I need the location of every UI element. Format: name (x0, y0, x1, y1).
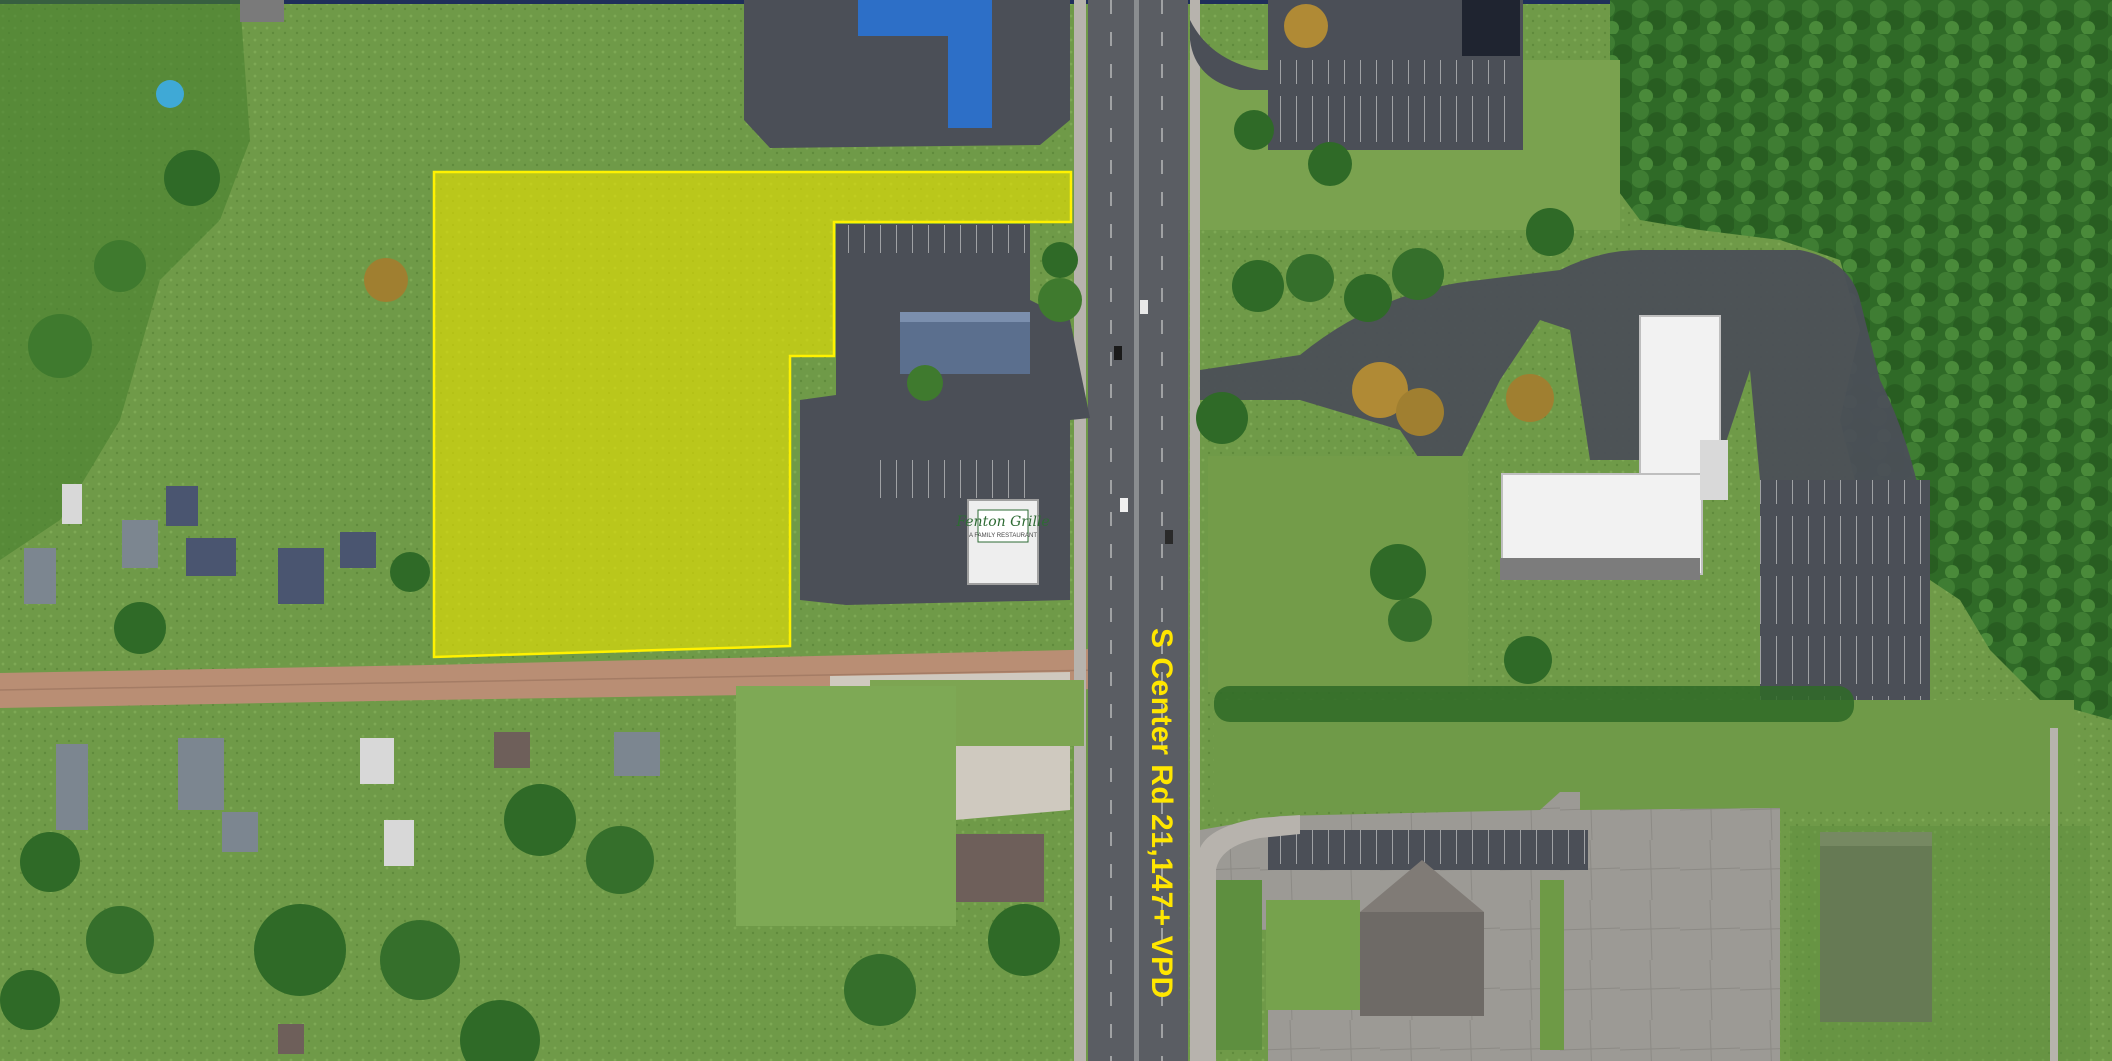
tree (586, 826, 654, 894)
tree (1232, 260, 1284, 312)
tree (844, 954, 916, 1026)
car (1120, 498, 1128, 512)
tree (1506, 374, 1554, 422)
house (340, 532, 376, 568)
northeast-driveway (1190, 20, 1268, 90)
campus-building-edge (1500, 558, 1700, 580)
tree (114, 602, 166, 654)
restaurant-sign (977, 509, 1029, 543)
pool (156, 80, 184, 108)
house (122, 520, 158, 568)
tree (164, 150, 220, 206)
sidewalk-east (1190, 0, 1200, 1061)
tree (254, 904, 346, 996)
tree (1344, 274, 1392, 322)
house (494, 732, 530, 768)
southeast-lawn (1790, 826, 2090, 1061)
tree (1196, 392, 1248, 444)
tree (1286, 254, 1334, 302)
campus-building-main (1501, 473, 1703, 575)
tree (1234, 110, 1274, 150)
highway-median (1134, 0, 1139, 1061)
tree (364, 258, 408, 302)
southeast-office-building (1820, 832, 1932, 1022)
house (614, 732, 660, 776)
campus-lawn (1208, 456, 1468, 692)
tree (1370, 544, 1426, 600)
commercial-stalls-north (842, 225, 1028, 253)
tree (1308, 142, 1352, 186)
bank-lawn (1266, 900, 1360, 1010)
house (384, 820, 414, 866)
lot-island (1540, 880, 1564, 1050)
tree (1392, 248, 1444, 300)
car (1165, 530, 1173, 544)
tree (1526, 208, 1574, 256)
northeast-parking-stalls (1278, 60, 1518, 142)
tree (988, 904, 1060, 976)
southeast-access-road (1200, 815, 1300, 1061)
bank-building (1360, 912, 1484, 1016)
house (24, 548, 56, 604)
campus-parking-stalls (1760, 480, 1930, 720)
southeast-stalls (1268, 830, 1588, 870)
commercial-building-ridge (900, 312, 1030, 322)
house (360, 738, 394, 784)
tree (1396, 388, 1444, 436)
restaurant-stalls (880, 460, 1040, 498)
road-centerline (0, 669, 1101, 691)
tree (28, 314, 92, 378)
tree (1352, 362, 1408, 418)
south-commercial-building (956, 834, 1044, 902)
tree (390, 552, 430, 592)
tree (1042, 242, 1078, 278)
house (278, 1024, 304, 1054)
tree-row (1214, 686, 1854, 722)
car (1140, 300, 1148, 314)
tree (86, 906, 154, 974)
tree (460, 1000, 540, 1061)
tree (20, 832, 80, 892)
campus-building-annex (1700, 440, 1728, 500)
house (278, 548, 324, 604)
northeast-building (1462, 0, 1520, 56)
house (178, 738, 224, 810)
southeast-sidewalk (2050, 728, 2058, 1061)
tree (1388, 598, 1432, 642)
house (62, 484, 82, 524)
church-blue-roof-wing (948, 0, 992, 128)
commercial-building (900, 312, 1030, 374)
tree (0, 970, 60, 1030)
tree (1504, 636, 1552, 684)
house (166, 486, 198, 526)
road-label: S Center Rd 21,147+ VPD (1145, 628, 1178, 999)
tree (1284, 4, 1328, 48)
tree (504, 784, 576, 856)
shed (240, 0, 284, 22)
house (56, 744, 88, 830)
tree (1038, 278, 1082, 322)
car (1114, 346, 1122, 360)
tree (94, 240, 146, 292)
house (186, 538, 236, 576)
tree (907, 365, 943, 401)
house (222, 812, 258, 852)
restaurant-name: Fenton Grille (955, 514, 1049, 530)
sidewalk-west (1074, 0, 1086, 1061)
bank-roof-peak (1360, 860, 1484, 912)
south-field (736, 686, 956, 926)
highlighted-parcel[interactable] (432, 170, 1073, 659)
southeast-office-roof-ridge (1820, 832, 1932, 846)
tree (380, 920, 460, 1000)
restaurant-tagline: A FAMILY RESTAURANT (969, 533, 1037, 539)
